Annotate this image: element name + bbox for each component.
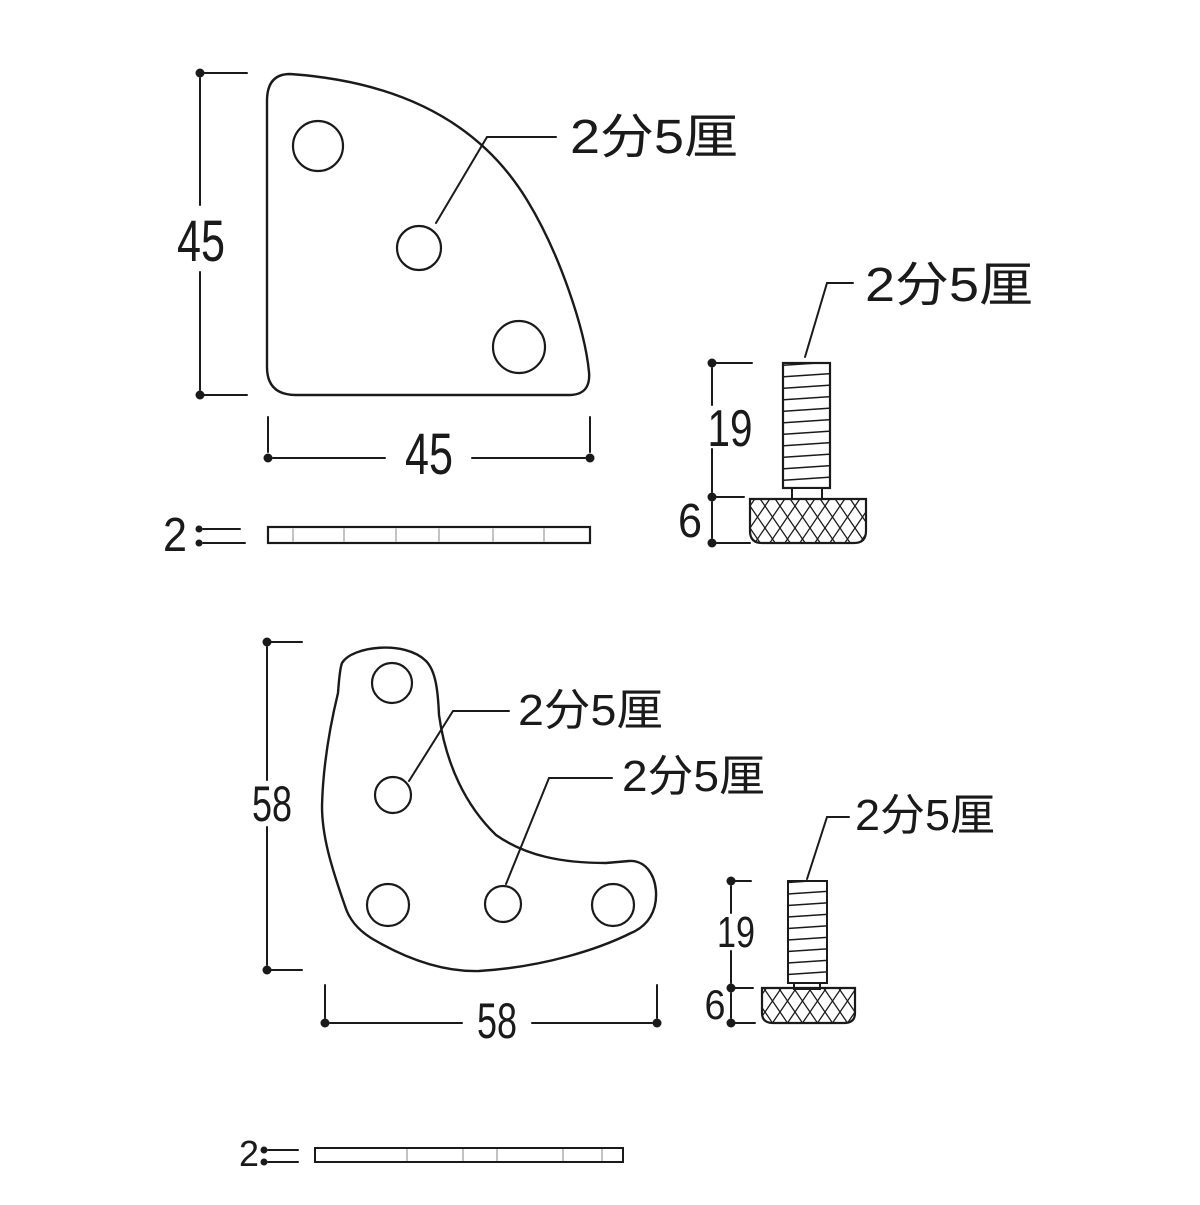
top-plate-hole-center	[395, 224, 443, 272]
leader-line	[804, 282, 854, 358]
bottom-plate-hole-bottom-mid	[483, 884, 523, 924]
top-screw-callout: 2分5厘	[804, 259, 1033, 358]
bottom-plate-hole-label-upper: 2分5厘	[518, 686, 663, 735]
bottom-plate-height-value: 58	[252, 776, 292, 832]
screw-head-outline	[748, 497, 868, 545]
top-screw-head-height-value: 6	[678, 495, 702, 548]
bottom-plate-hole-callout-lower: 2分5厘	[505, 752, 765, 885]
bottom-screw-callout: 2分5厘	[806, 791, 995, 880]
dimension-dot	[726, 983, 736, 993]
top-screw-label: 2分5厘	[865, 259, 1033, 312]
bottom-plate-hole-bottom-left	[365, 882, 411, 928]
screw-head-knurl	[750, 499, 866, 543]
side-view-plate	[314, 1147, 624, 1163]
top-plate-side-view: 2	[163, 509, 592, 562]
top-plate-hole-label: 2分5厘	[570, 111, 738, 164]
bottom-screw-head-height-value: 6	[705, 981, 726, 1028]
side-view-segment-ticks	[406, 1149, 603, 1161]
side-view-plate	[266, 525, 592, 545]
bottom-plate-side-view: 2	[239, 1133, 624, 1174]
bottom-plate-hole-label-lower: 2分5厘	[622, 752, 765, 801]
top-plate-outline	[265, 72, 591, 397]
screw-head-outline	[760, 986, 857, 1025]
thickness-pointer-lines	[202, 528, 246, 544]
extension-ticks	[732, 880, 756, 1024]
dimension-dot	[707, 538, 717, 548]
dimension-dot	[652, 1018, 662, 1028]
extension-ticks	[713, 362, 753, 544]
dimension-dot	[262, 965, 272, 975]
screw-shaft-threads	[788, 881, 827, 983]
leader-line	[408, 710, 510, 782]
top-plate-hole-callout: 2分5厘	[435, 111, 738, 224]
dimension-dot	[707, 492, 717, 502]
screw-neck	[791, 487, 823, 500]
top-plate-height-value: 45	[177, 209, 225, 274]
dimension-dot	[726, 876, 736, 886]
extension-ticks	[267, 416, 591, 453]
extension-ticks	[324, 984, 658, 1019]
top-plate-height-dimension: 45	[177, 68, 248, 400]
bottom-plate-hole-mid-left	[373, 775, 413, 815]
leader-line	[806, 816, 850, 880]
bottom-screw	[760, 880, 857, 1025]
top-screw-thread-length-value: 19	[708, 400, 753, 458]
top-plate-hole-upper-left	[291, 119, 345, 173]
screw-shaft-threads	[783, 363, 830, 488]
pointer-dot	[195, 525, 203, 533]
bottom-plate-front-view	[320, 646, 658, 973]
top-plate-width-dimension: 45	[263, 416, 595, 487]
dimension-dot	[262, 637, 272, 647]
leader-line	[505, 777, 613, 885]
pointer-dot	[260, 1146, 268, 1154]
bottom-plate-outline	[320, 646, 658, 973]
side-view-segment-ticks	[292, 528, 545, 542]
dimension-dot	[585, 453, 595, 463]
pointer-dot	[260, 1158, 268, 1166]
bottom-plate-hole-callout-upper: 2分5厘	[408, 686, 663, 782]
bottom-plate-hole-top	[370, 661, 414, 705]
dimension-dot	[263, 453, 273, 463]
dimension-dot	[726, 1018, 736, 1028]
bottom-screw-label: 2分5厘	[855, 791, 995, 840]
dimension-dot	[195, 68, 205, 78]
extension-ticks	[201, 72, 248, 396]
dimension-dot	[320, 1018, 330, 1028]
top-plate-width-value: 45	[405, 422, 453, 487]
bottom-plate-width-dimension: 58	[320, 984, 662, 1049]
top-plate-front-view	[265, 72, 591, 397]
thickness-pointer-lines	[267, 1149, 299, 1163]
bottom-plate-hole-bottom-right	[590, 882, 636, 928]
pointer-dot	[195, 539, 203, 547]
bottom-screw-thread-length-value: 19	[717, 908, 755, 957]
screw-head-knurl	[762, 988, 855, 1023]
top-plate-hole-lower-right	[491, 319, 547, 375]
top-screw-dimensions: 19 6	[678, 358, 753, 548]
top-screw	[748, 361, 868, 545]
bottom-plate-height-dimension: 58	[252, 637, 303, 975]
dimension-dot	[707, 358, 717, 368]
bottom-plate-width-value: 58	[477, 993, 517, 1049]
bottom-screw-dimensions: 19 6	[705, 876, 756, 1028]
extension-ticks	[268, 641, 303, 971]
dimension-dot	[195, 390, 205, 400]
bottom-plate-thickness-value: 2	[239, 1133, 259, 1174]
top-plate-thickness-value: 2	[163, 509, 187, 562]
leader-line	[435, 136, 557, 224]
